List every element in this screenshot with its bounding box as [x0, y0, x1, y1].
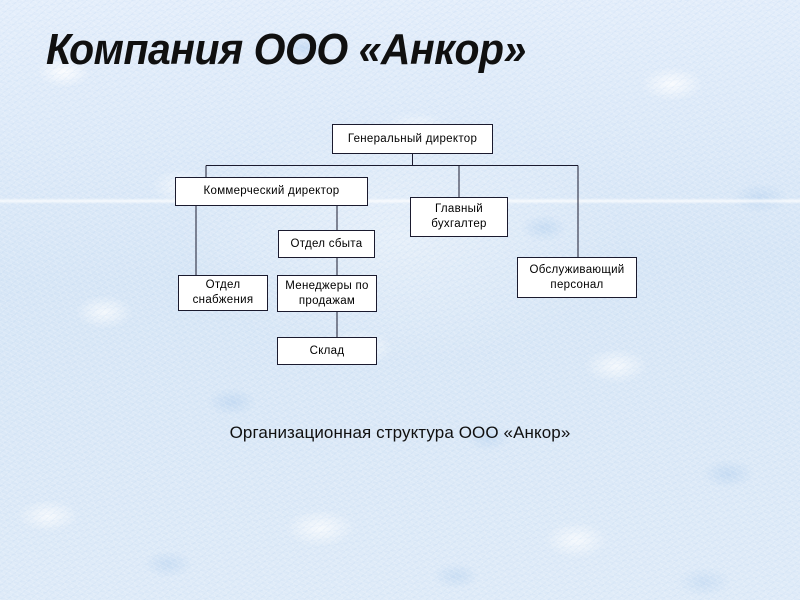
page-title: Компания ООО «Анкор»	[46, 25, 526, 74]
chart-caption: Организационная структура ООО «Анкор»	[229, 423, 571, 442]
node-sales-department[interactable]: Отдел сбыта	[278, 230, 375, 258]
node-chief-accountant[interactable]: Главный бухгалтер	[410, 197, 508, 237]
node-commercial-director[interactable]: Коммерческий директор	[175, 177, 368, 206]
node-supply-department[interactable]: Отдел снабжения	[178, 275, 268, 311]
node-sales-managers[interactable]: Менеджеры по продажам	[277, 275, 377, 312]
node-general-director[interactable]: Генеральный директор	[332, 124, 493, 154]
node-warehouse[interactable]: Склад	[277, 337, 377, 365]
node-service-staff[interactable]: Обслуживающий персонал	[517, 257, 637, 298]
